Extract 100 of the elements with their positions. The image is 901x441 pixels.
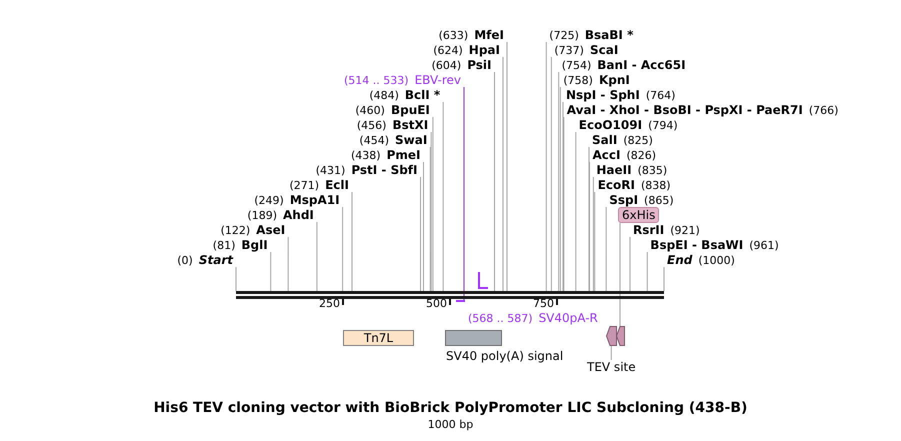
map-title: His6 TEV cloning vector with BioBrick PolyPromoter LIC Subcloning (438-B) <box>154 400 748 417</box>
enzyme-name: PstI - SbfI <box>351 163 418 177</box>
position-number: (624) <box>433 44 463 58</box>
enzyme-name: BclI * <box>404 88 440 102</box>
leader-line <box>316 222 318 292</box>
enzyme-name: AccI <box>592 148 620 162</box>
leader-line <box>442 102 444 292</box>
position-number: (81) <box>212 239 236 253</box>
position-number: (189) <box>247 209 278 223</box>
leader-line <box>494 72 495 292</box>
leader-line <box>502 56 504 292</box>
position-number: (825) <box>623 134 653 148</box>
leader-line <box>606 206 607 292</box>
position-number: (764) <box>646 89 676 103</box>
enzyme-name: BsaBI * <box>584 28 634 42</box>
leader-line <box>588 146 590 292</box>
leader-line <box>563 116 564 292</box>
enzyme-name: AhdI <box>283 208 314 222</box>
scale-label: 250 <box>319 297 340 310</box>
terminus-label: End <box>667 253 692 267</box>
position-number: (438) <box>351 149 381 163</box>
enzyme-name: PmeI <box>386 148 420 162</box>
enzyme-name: AvaI - XhoI - BsoBI - PspXI - PaeR7I <box>566 103 803 117</box>
enzyme-name: MspA1I <box>290 193 340 207</box>
position-number: (865) <box>644 194 674 208</box>
position-number: (249) <box>254 194 284 208</box>
enzyme-name: EcoO109I <box>578 118 642 132</box>
leader-line <box>430 132 432 292</box>
primer-name: SV40pA-R <box>538 311 598 325</box>
enzyme-name: EclI <box>325 178 349 192</box>
feature-name: TEV site <box>587 360 636 374</box>
position-number: (454) <box>359 134 390 148</box>
enzyme-name: MfeI <box>474 28 504 42</box>
leader-line <box>423 162 424 292</box>
enzyme-name: SspI <box>609 193 638 207</box>
terminus-label: Start <box>198 253 233 267</box>
primer-range: (568 .. 587) <box>468 312 533 326</box>
position-number: (737) <box>554 44 584 58</box>
position-number: (271) <box>290 179 320 193</box>
leader-line <box>592 176 594 292</box>
scale-label: 500 <box>426 297 447 310</box>
enzyme-name: BpuEI <box>390 103 430 117</box>
leader-line <box>420 176 421 292</box>
position-number: (835) <box>638 164 668 178</box>
enzyme-name: KpnI <box>598 73 630 87</box>
leader-line <box>594 192 596 292</box>
leader-line <box>610 346 612 360</box>
position-number: (961) <box>749 239 779 253</box>
enzyme-name: BstXI <box>392 118 428 132</box>
enzyme-name: ScaI <box>590 43 618 57</box>
leader-line <box>430 146 431 292</box>
primer-name: EBV-rev <box>414 73 461 87</box>
leader-line <box>342 206 344 292</box>
position-number: (431) <box>316 164 346 178</box>
position-number: (1000) <box>698 254 735 268</box>
feature-tag <box>618 207 660 223</box>
enzyme-name: HpaI <box>468 43 500 57</box>
enzyme-name: BglI <box>241 238 268 252</box>
leader-line <box>589 162 590 292</box>
position-number: (758) <box>563 74 593 88</box>
leader-line <box>575 132 576 292</box>
position-number: (604) <box>432 59 462 73</box>
enzyme-name: SalI <box>592 133 618 147</box>
position-number: (838) <box>640 179 671 193</box>
enzyme-name: SwaI <box>395 133 428 147</box>
leader-line <box>270 252 272 292</box>
leader-line <box>562 102 564 292</box>
feature-name: 6xHis <box>622 208 656 222</box>
position-number: (725) <box>549 29 579 43</box>
position-number: (766) <box>808 104 838 118</box>
enzyme-name: NspI - SphI <box>566 88 640 102</box>
sequence-length: 1000 bp <box>428 418 474 431</box>
leader-line <box>288 236 289 292</box>
position-number: (826) <box>626 149 656 163</box>
position-number: (484) <box>369 89 399 103</box>
position-number: (460) <box>355 104 385 118</box>
feature-box <box>343 330 414 346</box>
leader-line <box>646 252 648 292</box>
scale-label: 750 <box>533 297 554 310</box>
position-number: (633) <box>438 29 468 43</box>
leader-line <box>546 42 547 292</box>
enzyme-name: PsiI <box>467 58 492 72</box>
enzyme-name: RsrII <box>633 223 664 237</box>
leader-line <box>506 42 508 292</box>
feature-name: Tn7L <box>364 331 394 345</box>
enzyme-name: HaeII <box>596 163 632 177</box>
leader-line <box>560 86 561 292</box>
position-number: (122) <box>220 224 250 238</box>
feature-box <box>445 330 502 346</box>
dna-backbone <box>236 291 664 299</box>
enzyme-name: AseI <box>256 223 286 237</box>
leader-line <box>558 72 560 292</box>
enzyme-name: BspEI - BsaWI <box>650 238 744 252</box>
position-number: (794) <box>648 119 678 133</box>
position-number: (456) <box>356 119 386 133</box>
leader-line <box>432 116 434 292</box>
primer-range: (514 .. 533) <box>344 74 409 88</box>
position-number: (754) <box>562 59 592 73</box>
position-number: (921) <box>670 224 700 238</box>
feature-name: SV40 poly(A) signal <box>446 349 564 363</box>
